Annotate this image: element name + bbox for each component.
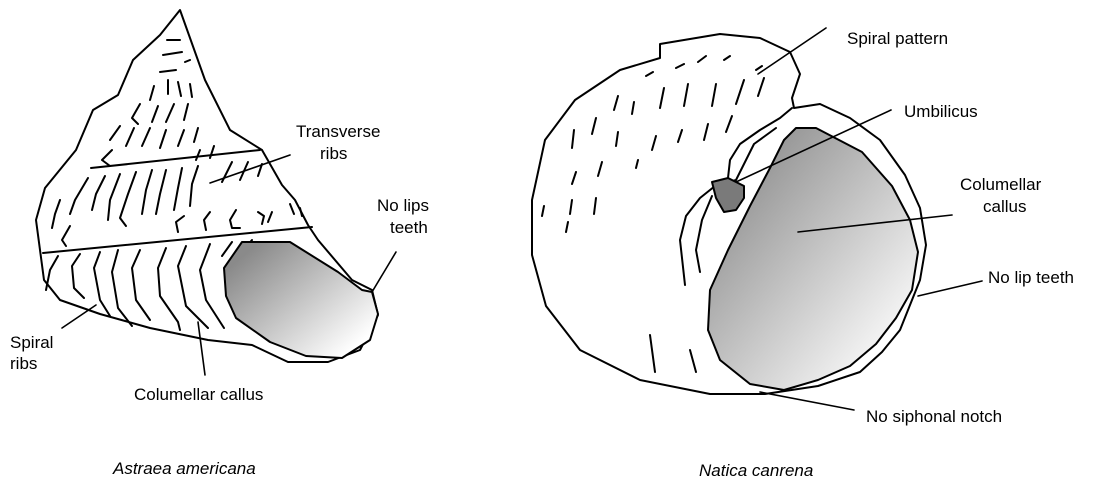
label-spiral-ribs-line1: Spiral <box>10 333 53 352</box>
label-no-lip-teeth: No lip teeth <box>988 268 1074 287</box>
caption-natica-canrena: Natica canrena <box>699 461 813 480</box>
label-no-lips-teeth-line2: teeth <box>390 218 428 237</box>
label-no-siphonal-notch: No siphonal notch <box>866 407 1002 426</box>
label-columellar-callus-right-line1: Columellar <box>960 175 1042 194</box>
label-columellar-callus-right-line2: callus <box>983 197 1026 216</box>
label-transverse-ribs-line2: ribs <box>320 144 347 163</box>
label-transverse-ribs-line1: Transverse <box>296 122 380 141</box>
label-columellar-callus-left: Columellar callus <box>134 385 263 404</box>
label-spiral-pattern: Spiral pattern <box>847 29 948 48</box>
label-umbilicus: Umbilicus <box>904 102 978 121</box>
astraea-shell <box>36 10 396 375</box>
caption-astraea-americana: Astraea americana <box>112 459 256 478</box>
label-no-lips-teeth-line1: No lips <box>377 196 429 215</box>
label-spiral-ribs-line2: ribs <box>10 354 37 373</box>
natica-shell <box>532 28 982 410</box>
